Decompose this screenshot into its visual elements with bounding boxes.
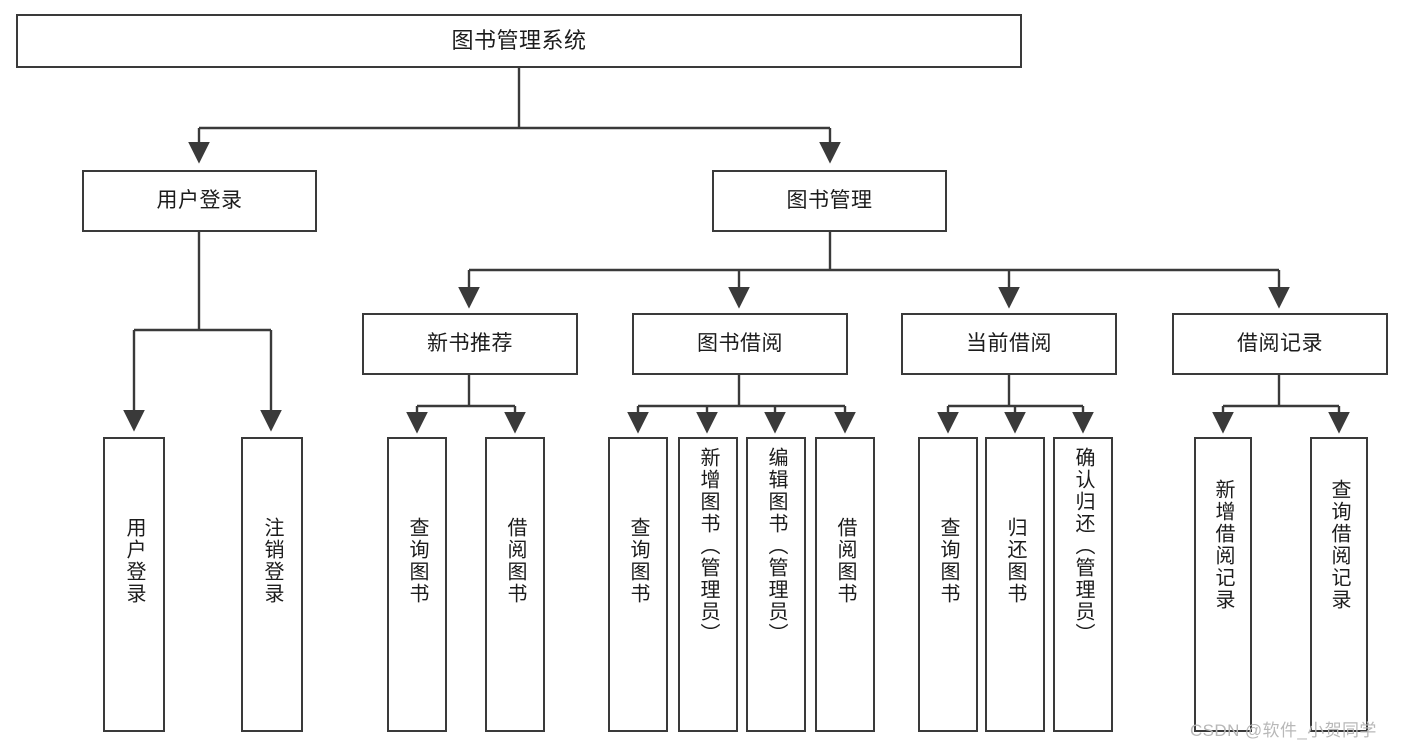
leaf-book-borrow-query[interactable]: 查询图书	[608, 437, 668, 732]
node-label: 查询图书	[627, 517, 649, 605]
leaf-user-login-login[interactable]: 用户登录	[103, 437, 165, 732]
node-label: 图书管理	[786, 188, 873, 212]
watermark: CSDN @软件_小贺同学	[1190, 721, 1377, 740]
node-label: 查询图书	[406, 517, 428, 605]
node-label: 新增借阅记录	[1212, 479, 1234, 611]
node-label: 编辑图书（管理员）	[765, 447, 787, 645]
node-label: 确认归还（管理员）	[1072, 447, 1094, 645]
node-label: 归还图书	[1004, 517, 1026, 605]
leaf-borrow-record-query[interactable]: 查询借阅记录	[1310, 437, 1368, 732]
leaf-user-login-logout[interactable]: 注销登录	[241, 437, 303, 732]
node-label: 用户登录	[123, 517, 145, 605]
node-label: 用户登录	[156, 188, 243, 212]
node-label: 新增图书（管理员）	[697, 447, 719, 645]
node-label: 借阅记录	[1237, 331, 1323, 355]
leaf-new-book-query[interactable]: 查询图书	[387, 437, 447, 732]
leaf-current-borrow-query[interactable]: 查询图书	[918, 437, 978, 732]
node-label: 借阅图书	[834, 517, 856, 605]
node-new-book-recommend[interactable]: 新书推荐	[362, 313, 578, 375]
node-current-borrow[interactable]: 当前借阅	[901, 313, 1117, 375]
node-label: 图书借阅	[697, 331, 783, 355]
leaf-book-borrow-borrow[interactable]: 借阅图书	[815, 437, 875, 732]
node-label: 当前借阅	[966, 331, 1052, 355]
node-user-login[interactable]: 用户登录	[82, 170, 317, 232]
node-label: 查询借阅记录	[1328, 479, 1350, 611]
node-label: 注销登录	[261, 517, 283, 605]
leaf-book-borrow-add[interactable]: 新增图书（管理员）	[678, 437, 738, 732]
node-label: 图书管理系统	[451, 28, 587, 54]
leaf-borrow-record-add[interactable]: 新增借阅记录	[1194, 437, 1252, 732]
leaf-book-borrow-edit[interactable]: 编辑图书（管理员）	[746, 437, 806, 732]
node-root-system[interactable]: 图书管理系统	[16, 14, 1022, 68]
node-label: 查询图书	[937, 517, 959, 605]
node-label: 新书推荐	[427, 331, 513, 355]
leaf-new-book-borrow[interactable]: 借阅图书	[485, 437, 545, 732]
node-label: 借阅图书	[504, 517, 526, 605]
leaf-current-borrow-confirm[interactable]: 确认归还（管理员）	[1053, 437, 1113, 732]
node-book-borrow[interactable]: 图书借阅	[632, 313, 848, 375]
node-borrow-record[interactable]: 借阅记录	[1172, 313, 1388, 375]
leaf-current-borrow-return[interactable]: 归还图书	[985, 437, 1045, 732]
node-book-management[interactable]: 图书管理	[712, 170, 947, 232]
